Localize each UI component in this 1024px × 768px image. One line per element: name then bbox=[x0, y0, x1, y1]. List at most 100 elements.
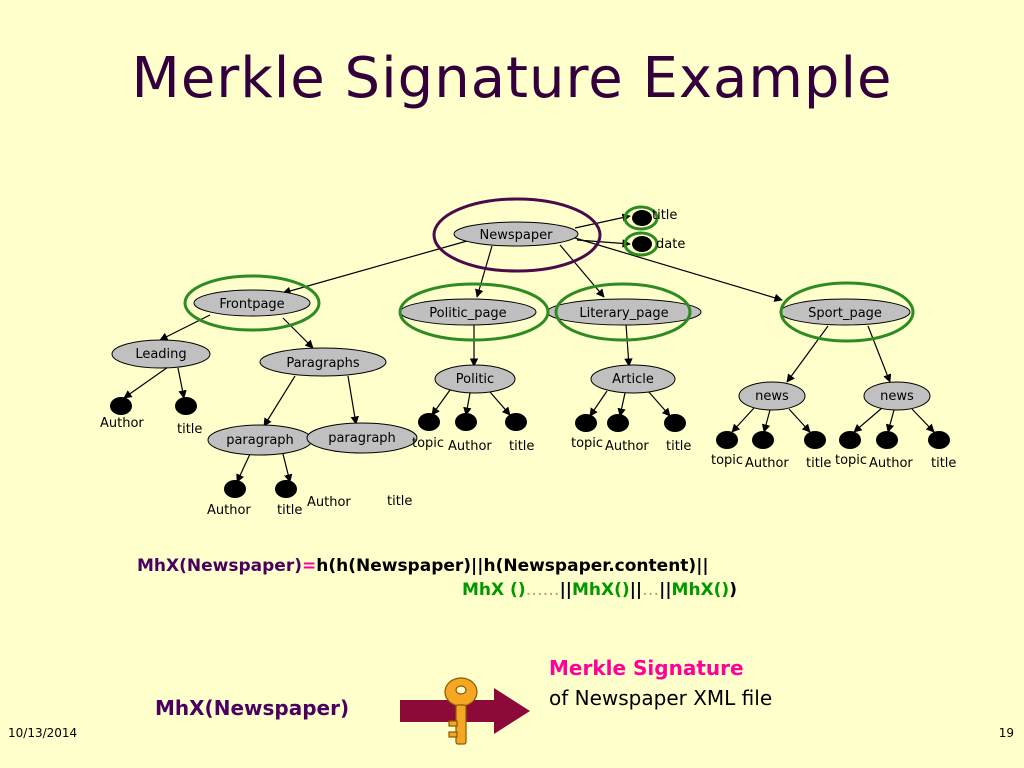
label-sport-page: Sport_page bbox=[808, 306, 882, 321]
edge-leading-title bbox=[177, 367, 187, 399]
footer-page-number: 19 bbox=[998, 726, 1014, 740]
footer-date: 10/13/2014 bbox=[8, 726, 78, 740]
formula-line-1: MhX(Newspaper)=h(h(Newspaper)||h(Newspap… bbox=[137, 556, 709, 576]
leaf-dot-n2-topic bbox=[839, 431, 861, 449]
highlight-np-title bbox=[623, 205, 659, 231]
formula-rhs: h(h(Newspaper)||h(Newspaper.content)|| bbox=[316, 556, 709, 576]
label-paragraphs: Paragraphs bbox=[286, 356, 360, 371]
leaf-dot-p1-author bbox=[224, 480, 246, 498]
node-frontpage bbox=[193, 289, 311, 317]
edge-news1-author bbox=[761, 409, 771, 433]
edge-politic-title bbox=[489, 391, 511, 416]
mhx-newspaper-label: MhX(Newspaper) bbox=[155, 696, 350, 720]
highlight-newspaper bbox=[432, 197, 602, 273]
edge-newspaper-literary bbox=[559, 244, 605, 298]
formula-sep-3: || bbox=[659, 580, 672, 600]
edge-paragraphs-paragraph2 bbox=[347, 375, 359, 425]
formula-lhs: MhX(Newspaper) bbox=[137, 556, 302, 576]
highlight-frontpage bbox=[183, 274, 321, 332]
edge-newspaper-politic bbox=[475, 245, 493, 298]
leaf-dot-n2-title bbox=[928, 431, 950, 449]
edge-newspaper-sport bbox=[574, 237, 783, 302]
node-news-1 bbox=[738, 381, 806, 411]
node-leading bbox=[111, 339, 211, 369]
leaf-dot-np-date bbox=[632, 236, 652, 252]
edge-sport-news2 bbox=[867, 325, 892, 383]
label-newspaper: Newspaper bbox=[480, 228, 554, 243]
leaf-label-n2-author: Author bbox=[869, 456, 913, 471]
leaf-label-art-topic: topic bbox=[571, 436, 603, 451]
label-article: Article bbox=[612, 372, 654, 387]
edge-article-topic bbox=[589, 390, 608, 417]
edge-news2-topic bbox=[853, 407, 883, 433]
leaf-dot-p1-title bbox=[275, 480, 297, 498]
edge-frontpage-paragraphs bbox=[282, 317, 314, 349]
edge-frontpage-leading bbox=[159, 314, 211, 341]
slide-title: Merkle Signature Example bbox=[131, 46, 893, 111]
formula-dots-1: …… bbox=[525, 580, 560, 600]
leaf-dot-lead-title bbox=[175, 397, 197, 415]
formula-line-2: MhX ()……||MhX()||…||MhX()) bbox=[462, 580, 737, 600]
node-newspaper bbox=[453, 221, 579, 247]
leaf-label-p2-title: title bbox=[387, 494, 412, 509]
edge-paragraph1-author bbox=[236, 453, 251, 483]
tree-edges bbox=[123, 213, 935, 483]
highlight-literary-page bbox=[554, 282, 692, 342]
formula-mhx-c: MhX() bbox=[671, 580, 730, 600]
highlight-np-date bbox=[623, 231, 659, 257]
leaf-dot-n1-topic bbox=[716, 431, 738, 449]
leaf-label-np-title: title bbox=[652, 208, 677, 223]
edge-paragraphs-paragraph1 bbox=[263, 375, 296, 427]
label-paragraph-2: paragraph bbox=[328, 431, 396, 446]
formula-sep-2: || bbox=[629, 580, 643, 600]
formula-sep-1: || bbox=[559, 580, 573, 600]
edge-news1-topic bbox=[731, 407, 755, 433]
leaf-label-np-date: date bbox=[656, 237, 685, 252]
leaf-dot-n1-author bbox=[752, 431, 774, 449]
leaf-dot-pol-author bbox=[455, 413, 477, 431]
leaf-dot-art-author bbox=[607, 414, 629, 432]
edge-literary-article bbox=[624, 323, 633, 367]
formula-mhx-a: MhX () bbox=[462, 580, 526, 600]
edge-sport-news1 bbox=[786, 325, 829, 383]
label-frontpage: Frontpage bbox=[219, 297, 284, 312]
node-paragraphs bbox=[259, 347, 387, 377]
edge-politic-topic bbox=[431, 389, 451, 416]
formula-dots-2: … bbox=[642, 580, 660, 600]
leaf-label-pol-topic: topic bbox=[412, 436, 444, 451]
edge-leading-author bbox=[123, 366, 169, 399]
edge-paragraph1-title bbox=[282, 453, 293, 483]
label-news-2: news bbox=[880, 389, 914, 404]
signature-arrow bbox=[400, 688, 530, 734]
leaf-dot-pol-topic bbox=[418, 413, 440, 431]
leaf-dot-np-title bbox=[632, 210, 652, 226]
label-politic-page: Politic_page bbox=[429, 306, 506, 321]
leaf-label-p1-author: Author bbox=[207, 503, 251, 518]
node-article bbox=[590, 364, 676, 394]
label-leading: Leading bbox=[135, 347, 186, 362]
merkle-signature-subtitle: of Newspaper XML file bbox=[549, 686, 773, 710]
node-paragraph-2 bbox=[306, 422, 418, 454]
edge-news1-title bbox=[788, 408, 811, 433]
node-politic bbox=[434, 364, 516, 394]
edge-article-title bbox=[647, 390, 671, 417]
leaf-label-n1-topic: topic bbox=[711, 453, 743, 468]
label-politic: Politic bbox=[456, 372, 494, 387]
leaf-dot-art-title bbox=[664, 414, 686, 432]
edge-newspaper-title bbox=[574, 213, 631, 229]
leaf-label-art-title: title bbox=[666, 439, 691, 454]
leaf-label-p2-author: Author bbox=[307, 495, 351, 510]
leaf-dot-lead-author bbox=[110, 397, 132, 415]
leaf-label-n2-topic: topic bbox=[835, 453, 867, 468]
label-paragraph-1: paragraph bbox=[226, 433, 294, 448]
leaf-label-n2-title: title bbox=[931, 456, 956, 471]
arrow-head bbox=[494, 688, 530, 734]
highlight-politic-page bbox=[398, 282, 550, 342]
edge-article-author bbox=[617, 392, 626, 417]
leaf-label-lead-author: Author bbox=[100, 416, 144, 431]
leaf-dot-n1-title bbox=[804, 431, 826, 449]
tree-nodes bbox=[111, 221, 931, 456]
formula-close: ) bbox=[729, 580, 737, 600]
arrow-shaft bbox=[400, 700, 496, 722]
